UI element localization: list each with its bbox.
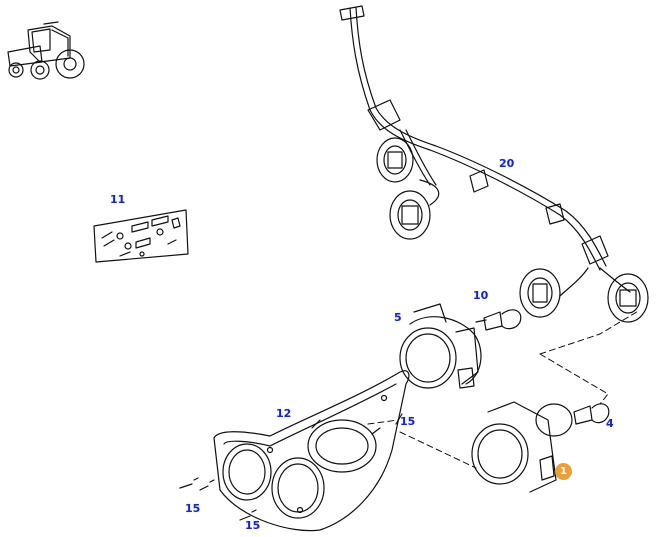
bulb-10 bbox=[476, 310, 521, 330]
callout-20: 20 bbox=[499, 157, 515, 170]
fastener-bag bbox=[94, 210, 188, 262]
callout-4: 4 bbox=[606, 417, 614, 430]
wiring-harness bbox=[340, 6, 648, 322]
leader-lines bbox=[368, 310, 640, 468]
document-number: 038379 bbox=[0, 435, 3, 480]
lamp-unit-5 bbox=[400, 304, 481, 388]
callout-5: 5 bbox=[394, 311, 402, 324]
headlamp-bezel bbox=[214, 371, 409, 531]
screws bbox=[180, 414, 402, 520]
lamp-unit-1 bbox=[472, 402, 572, 492]
callout-11: 11 bbox=[110, 193, 126, 206]
callout-15-bottom-left: 15 bbox=[185, 502, 201, 515]
callout-15-bottom: 15 bbox=[245, 519, 261, 532]
tractor-icon bbox=[8, 22, 84, 79]
callout-15-right: 15 bbox=[400, 415, 416, 428]
part-number-badge: 1 bbox=[555, 463, 572, 480]
callout-12: 12 bbox=[276, 407, 292, 420]
callout-10: 10 bbox=[473, 289, 489, 302]
bulb-4 bbox=[574, 404, 609, 424]
